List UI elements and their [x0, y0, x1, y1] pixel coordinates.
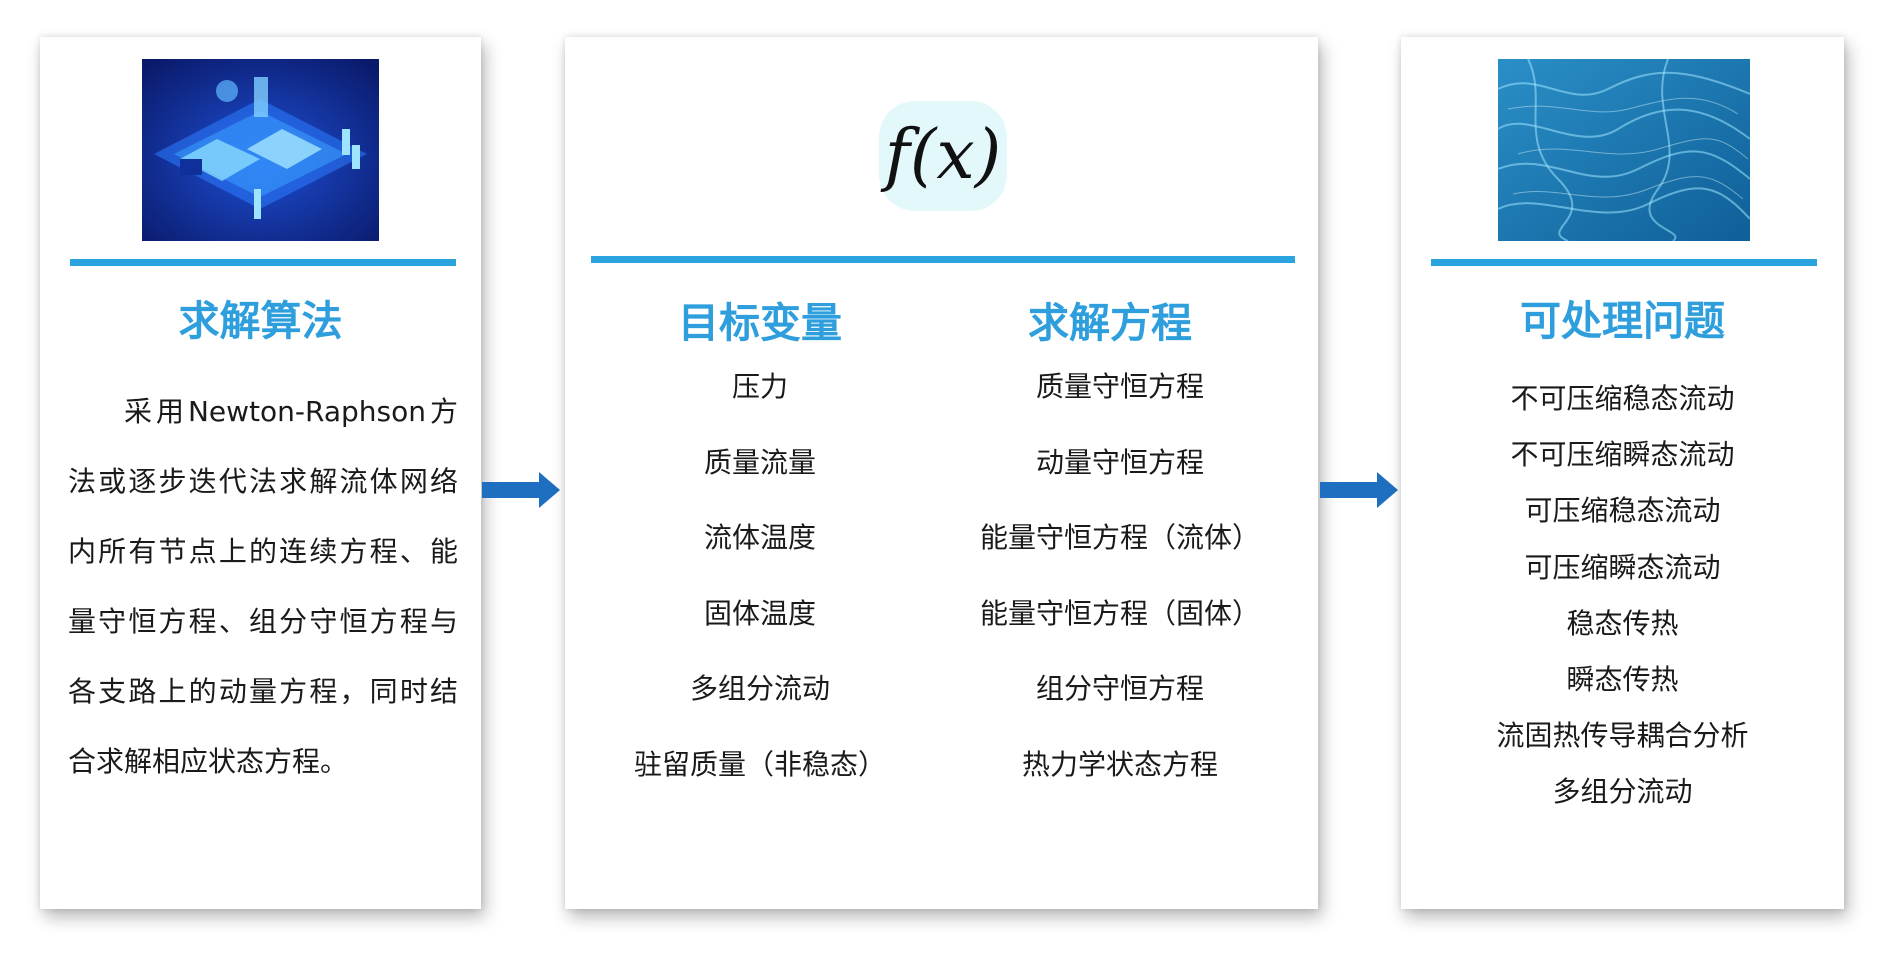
list-item: 质量流量 [703, 445, 816, 479]
isometric-platform-image [142, 59, 379, 241]
function-icon: f(x) [879, 101, 1007, 211]
list-item: 稳态传热 [1566, 606, 1679, 640]
water-surface-image [1498, 59, 1750, 241]
divider [70, 259, 456, 266]
list-item: 不可压缩瞬态流动 [1510, 438, 1735, 472]
list-item: 瞬态传热 [1566, 662, 1679, 696]
list-item: 质量守恒方程 [1035, 370, 1204, 403]
list-item: 多组分流动 [1552, 775, 1693, 809]
heading-solver-algorithm: 求解算法 [178, 297, 343, 345]
heading-target-variables: 目标变量 [678, 299, 842, 347]
divider [1431, 259, 1817, 266]
list-item: 多组分流动 [689, 672, 830, 705]
problems-list: 不可压缩稳态流动 不可压缩瞬态流动 可压缩稳态流动 可压缩瞬态流动 稳态传热 瞬… [1401, 379, 1844, 829]
list-item: 能量守恒方程（流体） [979, 521, 1260, 554]
list-item: 驻留质量（非稳态） [633, 747, 886, 781]
heading-applicable-problems: 可处理问题 [1520, 297, 1725, 345]
algorithm-description: 采用Newton-Raphson方法或逐步迭代法求解流体网络内所有节点上的连续方… [68, 395, 458, 778]
list-item: 动量守恒方程 [1035, 445, 1204, 479]
list-item: 可压缩稳态流动 [1524, 494, 1721, 528]
list-item: 不可压缩稳态流动 [1510, 382, 1735, 415]
list-item: 流体温度 [703, 521, 816, 554]
list-item: 固体温度 [703, 596, 816, 630]
arrow-right-icon [482, 472, 560, 508]
algorithm-card: 求解算法 采用Newton-Raphson方法或逐步迭代法求解流体网络内所有节点… [40, 37, 481, 909]
list-item: 压力 [731, 370, 788, 403]
divider [591, 256, 1295, 263]
variables-equations-card: f(x) 目标变量 求解方程 压力 质量流量 流体温度 固体温度 多组分流动 驻… [565, 37, 1318, 909]
variables-list: 压力 质量流量 流体温度 固体温度 多组分流动 驻留质量（非稳态） [575, 367, 945, 820]
list-item: 热力学状态方程 [1021, 747, 1218, 781]
list-item: 流固热传导耦合分析 [1496, 719, 1749, 753]
list-item: 组分守恒方程 [1035, 672, 1204, 705]
heading-governing-equations: 求解方程 [1028, 299, 1192, 347]
arrow-right-icon [1320, 472, 1398, 508]
equations-list: 质量守恒方程 动量守恒方程 能量守恒方程（流体） 能量守恒方程（固体） 组分守恒… [945, 367, 1295, 820]
list-item: 可压缩瞬态流动 [1524, 550, 1721, 584]
applications-card: 可处理问题 不可压缩稳态流动 不可压缩瞬态流动 可压缩稳态流动 可压缩瞬态流动 … [1401, 37, 1844, 909]
list-item: 能量守恒方程（固体） [979, 596, 1260, 630]
